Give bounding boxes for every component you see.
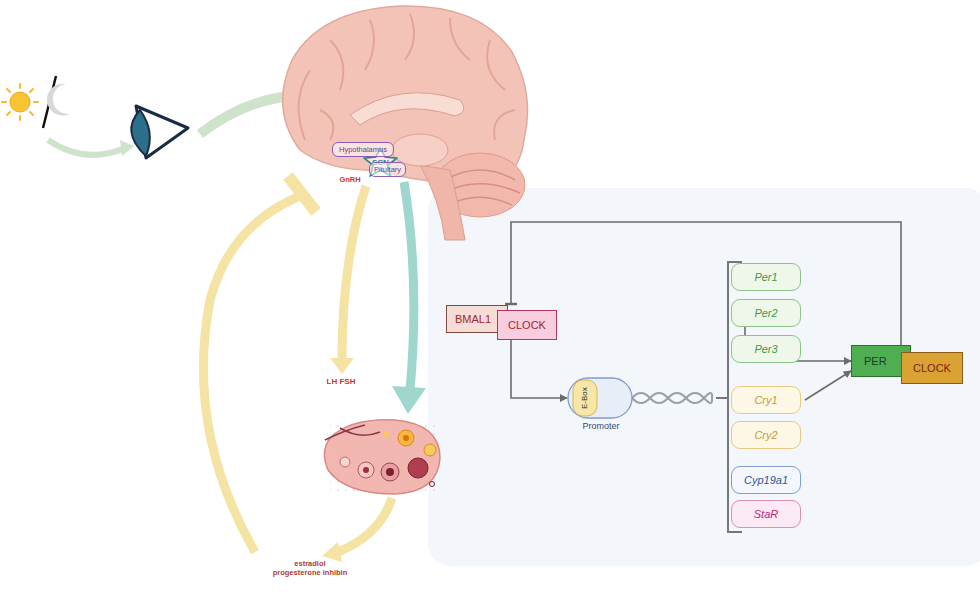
light-arrow bbox=[48, 140, 125, 155]
hormone-label: estradiol progesterone inhibin bbox=[272, 560, 348, 577]
clock-signal-arrow bbox=[404, 182, 414, 390]
dna-helix bbox=[632, 393, 712, 403]
gene-box: Per1 bbox=[731, 263, 801, 291]
node-text: Pituitary bbox=[374, 165, 401, 174]
connector bbox=[511, 340, 567, 398]
bracket-tip bbox=[716, 397, 728, 399]
moon-icon bbox=[47, 84, 70, 116]
ovary-illustration bbox=[324, 420, 440, 494]
node-text: Cry1 bbox=[754, 394, 777, 406]
node-text: CLOCK bbox=[913, 362, 951, 374]
gene-box: Per2 bbox=[731, 299, 801, 327]
arrowhead bbox=[330, 358, 354, 374]
node-text: Hypothalamus bbox=[339, 145, 387, 154]
node-text: E-Box bbox=[580, 387, 589, 409]
node-text: Cyp19a1 bbox=[744, 474, 788, 486]
region-box: Hypothalamus bbox=[332, 142, 394, 157]
node-text: Per1 bbox=[754, 271, 777, 283]
hormone-label: LH FSH bbox=[326, 377, 356, 386]
connector bbox=[805, 371, 851, 400]
arrowhead bbox=[322, 542, 342, 562]
gene-box: Cry2 bbox=[731, 421, 801, 449]
gene-box: StaR bbox=[731, 500, 801, 528]
eye-icon bbox=[131, 106, 188, 158]
arrowhead bbox=[392, 386, 426, 414]
sun-icon bbox=[2, 84, 38, 120]
gene-box: Per3 bbox=[731, 335, 801, 363]
hormone-arrow bbox=[342, 186, 366, 360]
feedback-arrow bbox=[203, 196, 300, 552]
node-text: Cry2 bbox=[754, 429, 777, 441]
arrowhead bbox=[120, 140, 134, 156]
connector bbox=[511, 222, 901, 345]
protein-box: CLOCK bbox=[497, 310, 557, 340]
gene-box: Cry1 bbox=[731, 386, 801, 414]
panel bbox=[428, 188, 980, 566]
promoter-shape: E-Box bbox=[567, 377, 633, 419]
node-text: BMAL1 bbox=[455, 313, 491, 325]
promoter-outline bbox=[567, 377, 633, 419]
node-text: Per3 bbox=[754, 343, 777, 355]
promoter-label: Promoter bbox=[570, 421, 632, 431]
inhibition-bar bbox=[288, 176, 316, 212]
gene-box: Cyp19a1 bbox=[731, 466, 801, 494]
hormone-arrow bbox=[338, 498, 392, 552]
node-text: CLOCK bbox=[508, 319, 546, 331]
protein-box: CLOCK bbox=[901, 352, 963, 384]
region-box: Pituitary bbox=[369, 162, 406, 177]
node-text: PER bbox=[864, 355, 887, 367]
node-text: Per2 bbox=[754, 307, 777, 319]
hormone-label: GnRH bbox=[333, 176, 367, 185]
node-text: StaR bbox=[754, 508, 778, 520]
